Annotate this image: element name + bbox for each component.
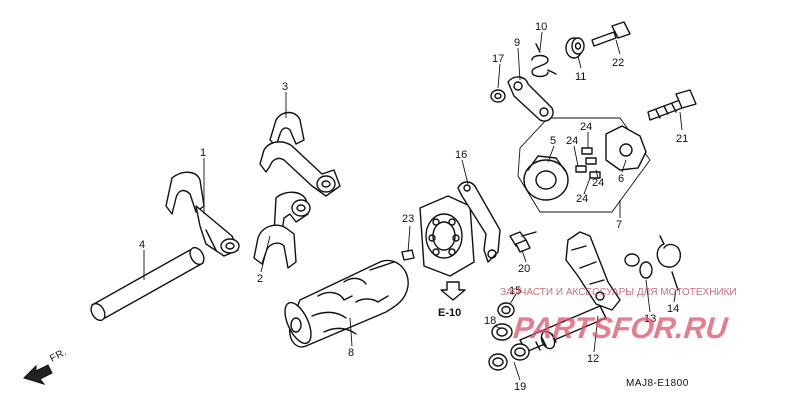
callout-17: 17 xyxy=(492,53,504,65)
callouts: 1 2 3 4 5 6 7 8 9 10 11 12 13 14 15 16 1… xyxy=(139,21,688,393)
return-spring-10 xyxy=(531,43,557,78)
callout-6: 6 xyxy=(618,173,624,185)
bolt-22 xyxy=(591,21,631,47)
drum-bearing xyxy=(419,195,475,277)
gearshift-spindle xyxy=(519,231,621,353)
dowel-pin xyxy=(401,249,415,261)
callout-24-d: 24 xyxy=(576,193,588,205)
shift-fork-shaft xyxy=(90,246,205,322)
callout-13: 13 xyxy=(644,313,656,325)
callout-21: 21 xyxy=(676,133,688,145)
callout-24-b: 24 xyxy=(566,135,578,147)
drum-center-cam-assembly xyxy=(517,117,651,213)
callout-15: 15 xyxy=(509,285,521,297)
callout-12: 12 xyxy=(587,353,599,365)
washer-19 xyxy=(488,343,530,371)
collar-11 xyxy=(565,37,585,59)
callout-20: 20 xyxy=(518,263,530,275)
callout-24-a: 24 xyxy=(580,121,592,133)
watermark-logo: PARTSFOR.RU xyxy=(512,312,731,345)
callout-1: 1 xyxy=(200,147,206,159)
front-direction-indicator: FR. xyxy=(23,347,69,385)
shift-drum xyxy=(284,259,409,348)
watermark-text: ЗАПЧАСТИ И АКСЕССУАРЫ ДЛЯ МОТОТЕХНИКИ xyxy=(500,287,737,298)
callout-24-c: 24 xyxy=(592,177,604,189)
callout-23: 23 xyxy=(402,213,414,225)
callout-11: 11 xyxy=(575,71,586,83)
bolt-20 xyxy=(509,231,537,253)
front-label: FR. xyxy=(48,347,69,365)
watermark: ЗАПЧАСТИ И АКСЕССУАРЫ ДЛЯ МОТОТЕХНИКИ PA… xyxy=(500,287,737,345)
leader-lines xyxy=(143,31,683,381)
bolt-21 xyxy=(647,89,697,121)
callout-16: 16 xyxy=(455,149,467,161)
figure-code: MAJ8-E1800 xyxy=(626,378,689,389)
callout-9: 9 xyxy=(514,37,520,49)
shift-fork-center xyxy=(253,191,311,269)
stopper-arm xyxy=(507,76,554,122)
washer-13 xyxy=(624,253,653,279)
callout-19: 19 xyxy=(514,381,526,393)
oil-seal-15 xyxy=(497,302,515,318)
callout-3: 3 xyxy=(282,81,288,93)
washer-17 xyxy=(490,89,506,103)
return-spring-14 xyxy=(656,235,681,291)
callout-2: 2 xyxy=(257,273,263,285)
callout-18: 18 xyxy=(484,315,496,327)
callout-22: 22 xyxy=(612,57,624,69)
shift-fork-left xyxy=(165,171,240,257)
callout-14: 14 xyxy=(667,303,679,315)
shift-fork-top xyxy=(259,111,341,197)
callout-7: 7 xyxy=(616,219,622,231)
section-reference: E-10 xyxy=(438,281,466,319)
bearing-18 xyxy=(491,323,513,341)
down-arrow-icon xyxy=(440,281,466,301)
callout-10: 10 xyxy=(535,21,547,33)
callout-8: 8 xyxy=(348,347,354,359)
front-arrow-icon xyxy=(23,364,53,385)
stopper-plate xyxy=(457,181,501,263)
reference-label: E-10 xyxy=(438,307,461,319)
callout-5: 5 xyxy=(550,135,556,147)
callout-4: 4 xyxy=(139,239,145,251)
